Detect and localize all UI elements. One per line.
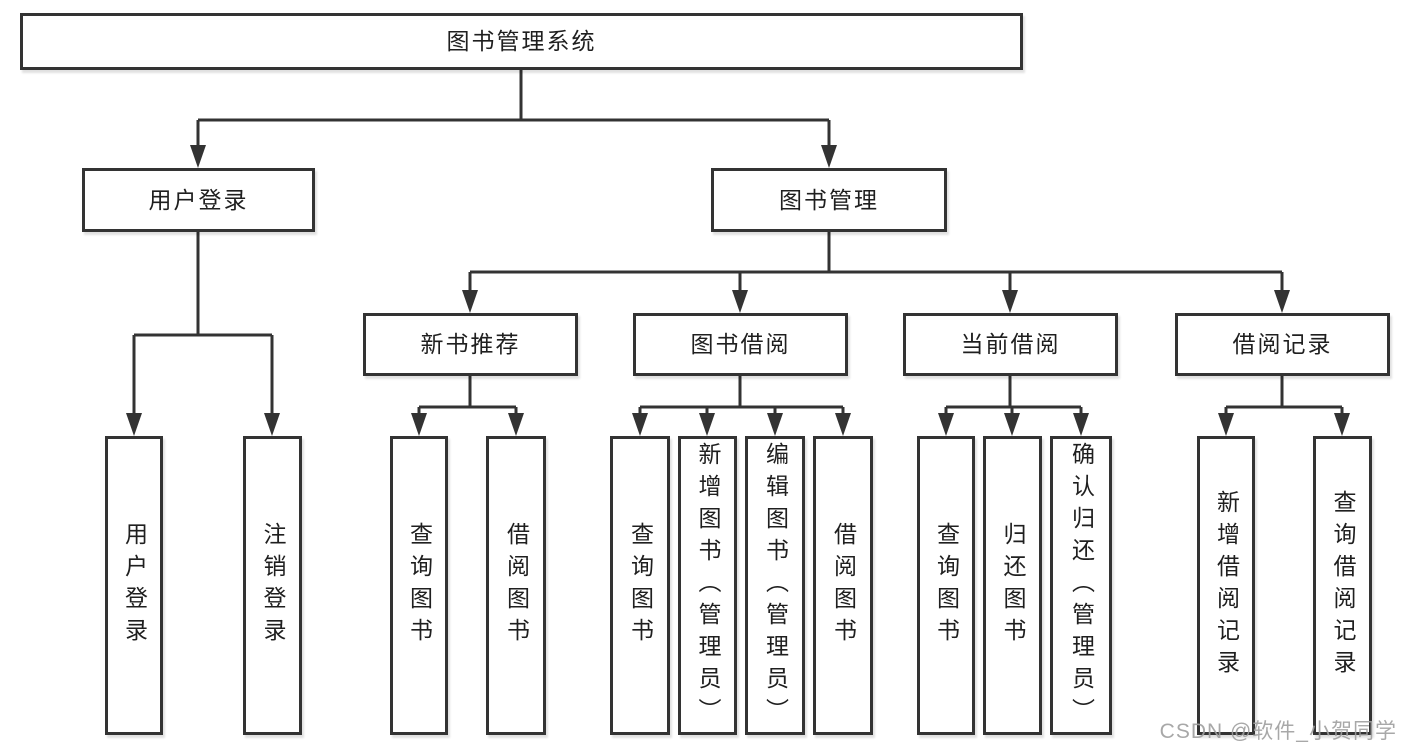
node-book-borrowing: 图书借阅	[633, 313, 848, 376]
node-label: 借阅图书	[503, 521, 530, 650]
node-borrow-records: 借阅记录	[1175, 313, 1390, 376]
arrowhead	[462, 290, 478, 313]
connector-records-to-leaves	[1224, 376, 1344, 416]
arrowhead	[632, 413, 648, 436]
leaf-add-books-admin: 新增图书（管理员）	[678, 436, 737, 735]
node-label: 查询图书	[627, 521, 654, 650]
node-new-book-recommend: 新书推荐	[363, 313, 578, 376]
leaf-query-books-current: 查询图书	[917, 436, 975, 735]
arrowhead	[699, 413, 715, 436]
leaf-edit-books-admin: 编辑图书（管理员）	[745, 436, 805, 735]
arrowhead	[732, 290, 748, 313]
node-label: 归还图书	[1000, 521, 1026, 650]
arrowhead	[835, 413, 851, 436]
leaf-add-borrow-record: 新增借阅记录	[1197, 436, 1255, 735]
connector-bookmgmt-to-level3	[468, 232, 1284, 293]
node-label: 编辑图书（管理员）	[762, 441, 789, 730]
node-label: 查询图书	[406, 521, 433, 650]
leaf-query-borrow-record: 查询借阅记录	[1313, 436, 1372, 735]
node-label: 新增图书（管理员）	[695, 441, 721, 730]
arrowhead	[1274, 290, 1290, 313]
arrowhead	[264, 413, 280, 436]
arrowhead	[190, 145, 206, 168]
node-label: 注销登录	[260, 521, 286, 650]
arrowhead	[1073, 413, 1089, 436]
node-label: 图书管理系统	[446, 28, 597, 54]
node-library-management-system: 图书管理系统	[20, 13, 1023, 70]
connector-current-to-leaves	[944, 376, 1083, 416]
node-label: 查询图书	[933, 521, 960, 650]
leaf-borrow-books-recommend: 借阅图书	[486, 436, 546, 735]
connector-newbook-to-leaves	[417, 376, 518, 416]
leaf-user-login: 用户登录	[105, 436, 163, 735]
node-label: 图书借阅	[690, 331, 791, 357]
leaf-query-books-borrowing: 查询图书	[610, 436, 670, 735]
leaf-confirm-return-admin: 确认归还（管理员）	[1050, 436, 1112, 735]
arrowhead	[126, 413, 142, 436]
node-label: 借阅记录	[1232, 331, 1333, 357]
leaf-logout: 注销登录	[243, 436, 302, 735]
arrowhead	[1334, 413, 1350, 436]
arrowhead	[1002, 290, 1018, 313]
node-book-management: 图书管理	[711, 168, 947, 232]
arrowhead	[938, 413, 954, 436]
connector-borrowing-to-leaves	[638, 376, 845, 416]
node-label: 查询借阅记录	[1330, 489, 1356, 682]
node-current-borrowing: 当前借阅	[903, 313, 1118, 376]
arrowhead	[508, 413, 524, 436]
node-label: 确认归还（管理员）	[1068, 441, 1095, 730]
leaf-borrow-books: 借阅图书	[813, 436, 873, 735]
node-label: 用户登录	[121, 521, 148, 650]
node-label: 借阅图书	[830, 521, 857, 650]
node-label: 当前借阅	[960, 331, 1061, 357]
arrowhead	[821, 145, 837, 168]
arrowhead	[411, 413, 427, 436]
arrowhead	[1218, 413, 1234, 436]
node-label: 用户登录	[148, 186, 249, 213]
node-label: 新书推荐	[420, 331, 521, 357]
leaf-query-books-recommend: 查询图书	[390, 436, 448, 735]
arrowhead	[767, 413, 783, 436]
node-user-login: 用户登录	[82, 168, 315, 232]
node-label: 图书管理	[779, 186, 879, 213]
connector-userlogin-to-leaves	[132, 232, 274, 416]
leaf-return-books: 归还图书	[983, 436, 1042, 735]
connector-root-to-level2	[196, 70, 831, 148]
node-label: 新增借阅记录	[1213, 489, 1240, 682]
arrowhead	[1004, 413, 1020, 436]
csdn-watermark: CSDN @软件_小贺同学	[1159, 720, 1397, 743]
